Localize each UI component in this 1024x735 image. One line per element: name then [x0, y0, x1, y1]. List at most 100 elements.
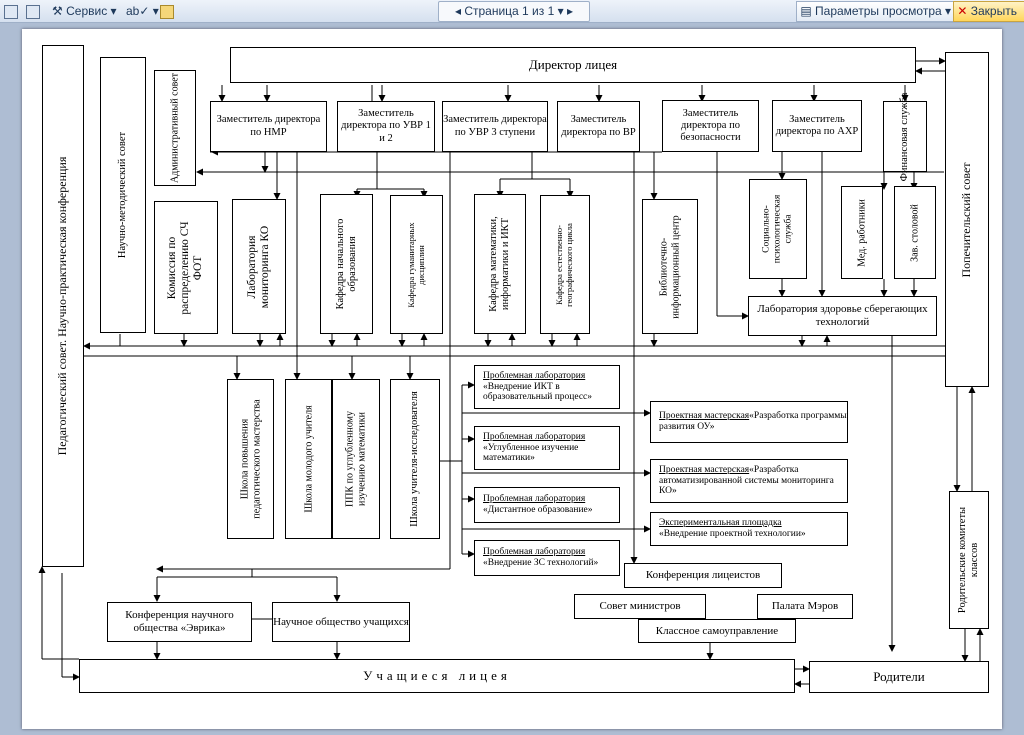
- canteen-label: Зав. столовой: [909, 203, 921, 262]
- ppk-math-box: ППК по углубленному изучению математики: [332, 379, 380, 539]
- school-young-label: Школа молодого учителя: [302, 405, 314, 513]
- parent-committees-box: Родительские комитеты классов: [949, 491, 989, 629]
- experimental-box: Экспериментальная площадка«Внедрение про…: [650, 512, 848, 546]
- dep-uvr12-label: Заместитель директора по УВР 1 и 2: [341, 108, 431, 144]
- prob-lab-1-box: Проблемная лаборатория«Внедрение ИКТ в о…: [474, 365, 620, 409]
- view-icon: ▤: [800, 4, 812, 18]
- spelling-icon[interactable]: ab✓ ▾: [126, 4, 159, 18]
- class-self-gov-box: Классное самоуправление: [638, 619, 796, 643]
- med-label: Мед. работники: [856, 198, 868, 267]
- prob-lab-2-box: Проблемная лаборатория«Углубленное изуче…: [474, 426, 620, 470]
- project-2-label: «Разработка автоматизированной системы м…: [659, 464, 834, 497]
- trustee-council-label: Попечительский совет: [959, 161, 974, 278]
- admin-council-box: Административный совет: [154, 70, 196, 186]
- prob-lab-3-title: Проблемная лаборатория: [483, 494, 586, 505]
- dep-nmr-box: Заместитель директора по НМР: [210, 101, 327, 152]
- conf-evrika-box: Конференция научного общества «Эврика»: [107, 602, 252, 642]
- school-researcher-label: Школа учителя-исследователя: [408, 391, 420, 527]
- dep-uvr12-box: Заместитель директора по УВР 1 и 2: [337, 101, 435, 152]
- social-service-label: Социально-психологическая служба: [761, 194, 794, 264]
- trustee-council-box: Попечительский совет: [945, 52, 989, 387]
- social-service-box: Социально-психологическая служба: [749, 179, 807, 279]
- sci-society-label: Научное общество учащихся: [273, 615, 409, 628]
- med-box: Мед. работники: [841, 186, 883, 279]
- project-2-title: Проектная мастерская: [659, 464, 750, 475]
- library-label: Библиотечно-информационный центр: [658, 214, 682, 319]
- prob-lab-3-label: «Дистантное образование»: [483, 505, 593, 515]
- service-label: Сервис: [66, 4, 108, 18]
- admin-council-label: Административный совет: [169, 72, 181, 184]
- page-indicator: Страница 1 из 1: [464, 4, 555, 18]
- dept-science-label: Кафедра естественно-географического цикл…: [554, 222, 574, 307]
- prev-page-icon[interactable]: ◂: [454, 4, 461, 18]
- prob-lab-3-box: Проблемная лаборатория«Дистантное образо…: [474, 487, 620, 523]
- dep-ahr-label: Заместитель директора по АХР: [775, 113, 859, 137]
- dept-humanities-box: Кафедра гуманитарных дисциплин: [390, 195, 443, 334]
- commission-fot-label: Комиссия по распределению СЧ ФОТ: [166, 220, 205, 315]
- council-ministers-label: Совет министров: [599, 600, 681, 613]
- experimental-label: «Внедрение проектной технологии»: [659, 529, 806, 539]
- project-1-label: «Разработка программы развития ОУ»: [659, 411, 847, 432]
- conf-evrika-label: Конференция научного общества «Эврика»: [125, 609, 234, 634]
- view-params-label: Параметры просмотра: [815, 4, 942, 18]
- close-button[interactable]: ✕ Закрыть: [953, 1, 1024, 22]
- wrench-icon: ⚒: [52, 4, 63, 18]
- dep-ahr-box: Заместитель директора по АХР: [772, 100, 862, 152]
- prob-lab-4-label: «Внедрение ЗС технологий»: [483, 558, 599, 568]
- ppk-math-label: ППК по углубленному изучению математики: [344, 410, 368, 508]
- view-params-button[interactable]: ▤ Параметры просмотра ▾: [796, 1, 954, 22]
- dept-primary-label: Кафедра начального образования: [334, 218, 358, 310]
- dept-math-box: Кафедра математики, информатики и ИКТ: [474, 194, 526, 334]
- conf-students-label: Конференция лицеистов: [645, 569, 761, 582]
- sci-method-council-label: Научно-методический совет: [116, 131, 128, 259]
- students-label: Учащиеся лицея: [363, 667, 511, 683]
- close-label: Закрыть: [970, 4, 1017, 18]
- prob-lab-1-title: Проблемная лаборатория: [483, 370, 586, 381]
- project-1-title: Проектная мастерская: [659, 411, 750, 422]
- finance-label: Финансовая служба: [898, 92, 910, 181]
- dep-vr-box: Заместитель директора по ВР: [557, 101, 640, 152]
- save-icon[interactable]: [4, 2, 18, 20]
- school-researcher-box: Школа учителя-исследователя: [390, 379, 440, 539]
- ped-council-label: Педагогический совет. Научно-практическа…: [55, 156, 70, 456]
- project-1-box: Проектная мастерская«Разработка программ…: [650, 401, 848, 443]
- canteen-box: Зав. столовой: [894, 186, 936, 279]
- print-icon[interactable]: [26, 2, 40, 20]
- dept-primary-box: Кафедра начального образования: [320, 194, 373, 334]
- sci-society-box: Научное общество учащихся: [272, 602, 410, 642]
- health-lab-label: Лаборатория здоровье сберегающих техноло…: [757, 303, 928, 328]
- dept-math-label: Кафедра математики, информатики и ИКТ: [487, 216, 511, 312]
- chamber-mayors-label: Палата Мэров: [771, 600, 839, 613]
- parents-box: Родители: [809, 661, 989, 693]
- lab-monitoring-box: Лаборатория мониторинга КО: [232, 199, 286, 334]
- chevron-down-icon[interactable]: ▾: [557, 4, 564, 18]
- dep-safety-box: Заместитель директора по безопасности: [662, 100, 759, 152]
- library-box: Библиотечно-информационный центр: [642, 199, 698, 334]
- ped-council-box: Педагогический совет. Научно-практическа…: [42, 45, 84, 567]
- project-2-box: Проектная мастерская«Разработка автомати…: [650, 459, 848, 503]
- service-menu[interactable]: ⚒ Сервис ▾: [52, 4, 117, 18]
- close-icon: ✕: [957, 4, 968, 18]
- parents-label: Родители: [873, 668, 925, 684]
- experimental-title: Экспериментальная площадка: [659, 518, 782, 529]
- dep-safety-label: Заместитель директора по безопасности: [680, 107, 741, 144]
- dep-uvr3-box: Заместитель директора по УВР 3 ступени: [442, 101, 548, 152]
- print-preview-toolbar: ⚒ Сервис ▾ ab✓ ▾ ◂ Страница 1 из 1 ▾ ▸ ▤…: [0, 0, 1024, 23]
- dept-science-box: Кафедра естественно-географического цикл…: [540, 195, 590, 334]
- dep-uvr3-label: Заместитель директора по УВР 3 ступени: [443, 114, 547, 138]
- class-self-gov-label: Классное самоуправление: [655, 624, 779, 637]
- dep-nmr-label: Заместитель директора по НМР: [216, 114, 321, 138]
- prob-lab-2-title: Проблемная лаборатория: [483, 431, 586, 442]
- folder-icon[interactable]: [160, 2, 174, 20]
- next-page-icon[interactable]: ▸: [567, 4, 574, 18]
- council-ministers-box: Совет министров: [574, 594, 706, 619]
- lab-monitoring-label: Лаборатория мониторинга КО: [245, 225, 271, 308]
- students-box: Учащиеся лицея: [79, 659, 795, 693]
- page-navigator[interactable]: ◂ Страница 1 из 1 ▾ ▸: [438, 1, 590, 22]
- school-young-box: Школа молодого учителя: [285, 379, 332, 539]
- commission-fot-box: Комиссия по распределению СЧ ФОТ: [154, 201, 218, 334]
- prob-lab-4-box: Проблемная лаборатория«Внедрение ЗС техн…: [474, 540, 620, 576]
- conf-students-box: Конференция лицеистов: [624, 563, 782, 588]
- chamber-mayors-box: Палата Мэров: [757, 594, 853, 619]
- health-lab-box: Лаборатория здоровье сберегающих техноло…: [748, 296, 937, 336]
